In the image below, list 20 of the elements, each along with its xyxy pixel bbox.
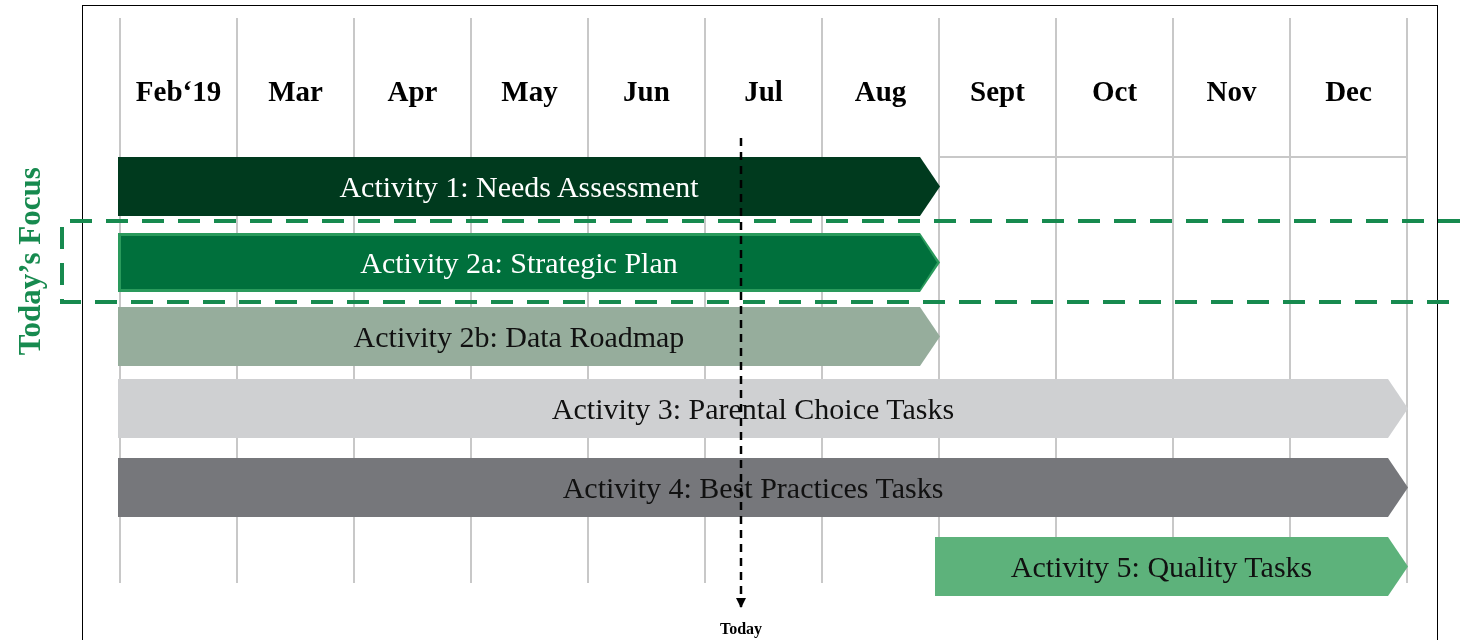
month-label: Oct xyxy=(1090,74,1139,109)
month-label: Feb‘19 xyxy=(134,74,223,109)
activity-arrow-bar: Activity 3: Parental Choice Tasks xyxy=(118,379,1408,438)
month-label: Sept xyxy=(969,74,1026,109)
month-label: Nov xyxy=(1205,74,1258,109)
activity-arrow-bar: Activity 1: Needs Assessment xyxy=(118,157,940,216)
activity-arrow-bar: Activity 2a: Strategic Plan xyxy=(118,233,940,292)
today-label: Today xyxy=(706,619,776,639)
activity-arrow-bar: Activity 5: Quality Tasks xyxy=(935,537,1408,596)
month-label: Jul xyxy=(743,74,784,109)
activity-arrow-bar: Activity 4: Best Practices Tasks xyxy=(118,458,1408,517)
today-arrow xyxy=(736,138,746,608)
month-label: May xyxy=(500,74,559,109)
activity-arrow-bar: Activity 2b: Data Roadmap xyxy=(118,307,940,366)
month-label: Mar xyxy=(267,74,324,109)
month-label: Aug xyxy=(853,74,908,109)
month-label: Jun xyxy=(622,74,671,109)
month-label: Apr xyxy=(386,74,439,109)
month-label: Dec xyxy=(1324,74,1373,109)
focus-label: Today’s Focus xyxy=(10,166,48,358)
